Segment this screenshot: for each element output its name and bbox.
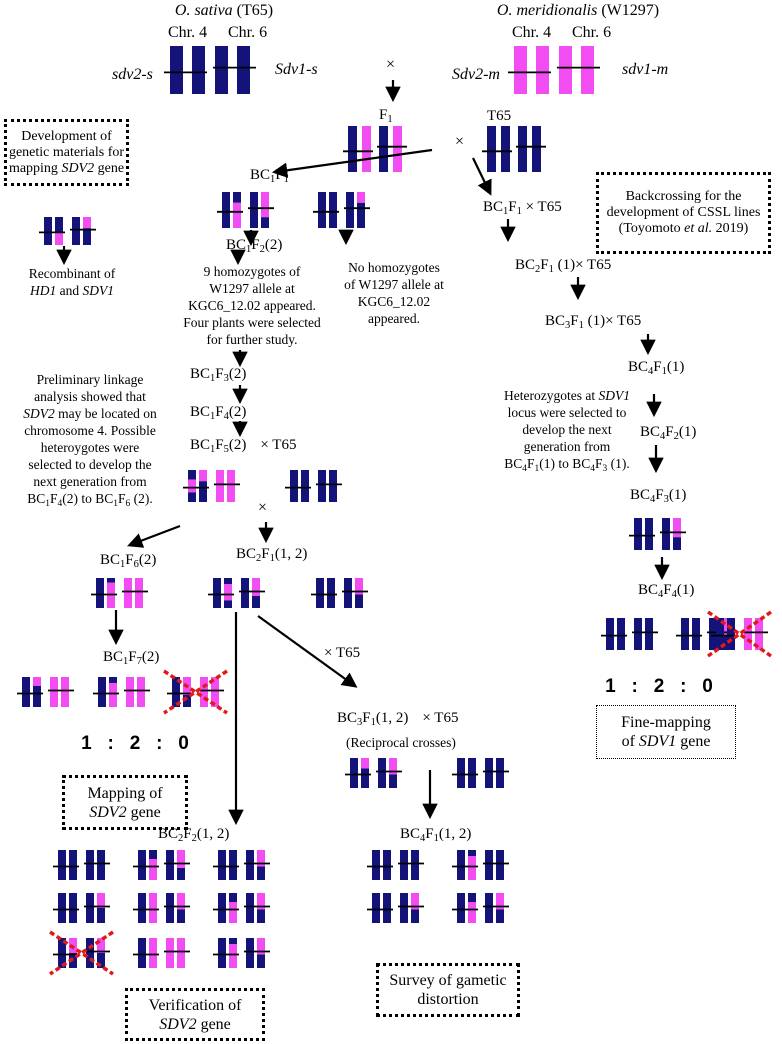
- parent-right-chr4-label: Chr. 4: [512, 24, 552, 41]
- box-development-materials: Development of genetic materials for map…: [4, 119, 129, 186]
- box-finemapping-sdv1: Fine-mapping of SDV1 gene: [596, 705, 736, 759]
- arrow-bc2f1-to-bc3f1: [257, 615, 358, 688]
- gen-right-bc4f2: BC4F2(1): [640, 424, 697, 442]
- parent-sativa-chromosomes: [164, 46, 256, 94]
- gen-right-bc3f1: BC3F1 (1)× T65: [545, 313, 642, 331]
- bc1f1-genotype-b: [313, 192, 370, 228]
- cross-x-t65-diagonal: × T65: [324, 645, 361, 661]
- parent-meridionalis-chromosomes: [508, 46, 600, 94]
- bc4f4-genotype-3: [706, 610, 773, 658]
- segregation-ratio-sdv2: 1 : 2 : 0: [81, 733, 189, 754]
- bc1f7-genotype-3: [163, 669, 228, 715]
- box-verification-sdv2: Verification of SDV2 gene: [125, 988, 265, 1041]
- bc4f3-genotype: [629, 518, 686, 550]
- allele-sdv1-m: sdv1-m: [622, 61, 669, 78]
- bc2f2-genotype-r2c1: [53, 893, 110, 923]
- box-backcrossing-cssl: Backcrossing for the development of CSSL…: [596, 172, 771, 254]
- t65-bc1f5-partner: [285, 470, 342, 502]
- segregation-ratio-sdv1: 1 : 2 : 0: [605, 676, 713, 697]
- allele-sdv2-s: sdv2-s: [112, 66, 153, 83]
- gen-bc4f1-12: BC4F1(1, 2): [400, 826, 472, 844]
- bc4f1-genotype-r2c2: [452, 893, 509, 923]
- cross-symbol-bc1f5: ×: [258, 499, 268, 516]
- bc2f2-genotype-r1c3: [213, 850, 270, 880]
- recombinant-genotype: [39, 217, 96, 245]
- gen-bc1f4-2: BC1F4(2): [190, 404, 247, 422]
- bc3f1-genotype: [345, 758, 402, 788]
- bc2f2-genotype-r2c3: [213, 893, 270, 923]
- parent-left-title: O. sativa (T65): [174, 2, 274, 19]
- bc1f6-genotype: [91, 578, 148, 608]
- gen-bc1f2-2: BC1F2(2): [226, 237, 283, 255]
- gen-right-bc2f1: BC2F1 (1)× T65: [515, 257, 612, 275]
- gen-right-bc4f3: BC4F3(1): [630, 487, 687, 505]
- bc4f1-genotype-r1c1: [367, 850, 424, 880]
- f1-label: F1: [379, 107, 393, 125]
- note-reciprocal-crosses: (Reciprocal crosses): [346, 735, 456, 750]
- parent-left-chr6-label: Chr. 6: [228, 24, 268, 41]
- box-mapping-sdv2: Mapping of SDV2 gene: [62, 775, 188, 830]
- recombinant-label-l2: HD1 and SDV1: [30, 283, 114, 298]
- gen-bc1f5-2: BC1F5(2)× T65: [190, 437, 297, 455]
- arrow-f1-to-bc1f1: [271, 148, 433, 178]
- gen-bc1f1: BC1F1: [250, 167, 289, 185]
- bc1f7-genotype-1: [17, 677, 74, 707]
- bc2f2-genotype-r3c3: [213, 938, 270, 968]
- gen-right-bc4f4: BC4F4(1): [638, 582, 695, 600]
- allele-sdv2-m: Sdv2-m: [452, 66, 500, 83]
- bc1f7-genotype-2: [93, 677, 150, 707]
- gen-bc2f1-12: BC2F1(1, 2): [236, 546, 308, 564]
- f1-partner-t65: T65: [487, 108, 512, 124]
- bc2f2-genotype-r1c2: [133, 850, 190, 880]
- bc1f1-genotype-a: [217, 192, 274, 228]
- bc4f1-genotype-r1c2: [452, 850, 509, 880]
- cross-symbol-parents: ×: [386, 56, 396, 73]
- gen-bc3f1-12: BC3F1(1, 2)× T65: [337, 710, 459, 728]
- bc2f1-genotype-b: [311, 578, 368, 608]
- gen-right-bc1f1: BC1F1 × T65: [483, 199, 562, 217]
- bc4f4-genotype-1: [601, 618, 658, 650]
- cross-symbol-f1: ×: [455, 133, 465, 150]
- allele-sdv1-s: Sdv1-s: [275, 61, 318, 78]
- arrow-f1-to-right-bc1f1: [472, 157, 492, 196]
- arrow-bc1f5-to-bc1f6: [127, 524, 181, 548]
- bc4f1-genotype-r2c1: [367, 893, 424, 923]
- gen-right-bc4f1: BC4F1(1): [628, 359, 685, 377]
- box-survey-gametic: Survey of gametic distortion: [376, 963, 520, 1017]
- gen-bc1f7-2: BC1F7(2): [103, 649, 160, 667]
- gen-bc1f6-2: BC1F6(2): [100, 552, 157, 570]
- gen-bc1f3-2: BC1F3(2): [190, 366, 247, 384]
- bc2f2-genotype-r3c2: [133, 938, 190, 968]
- bc2f2-genotype-r3c1: [49, 930, 114, 976]
- parent-right-title: O. meridionalis (W1297): [496, 2, 660, 19]
- t65-chromosomes: [482, 126, 546, 172]
- t65-bc3f1-partner: [452, 758, 509, 788]
- bc1f5-genotype: [183, 470, 240, 502]
- bc2f1-genotype-a: [208, 578, 265, 608]
- parent-right-chr6-label: Chr. 6: [572, 24, 612, 41]
- parent-left-chr4-label: Chr. 4: [168, 24, 208, 41]
- bc2f2-genotype-r2c2: [133, 893, 190, 923]
- f1-chromosomes: [343, 126, 407, 172]
- gen-bc2f2-12: BC2F2(1, 2): [158, 826, 230, 844]
- recombinant-label-l1: Recombinant of: [28, 266, 116, 281]
- bc2f2-genotype-r1c1: [53, 850, 110, 880]
